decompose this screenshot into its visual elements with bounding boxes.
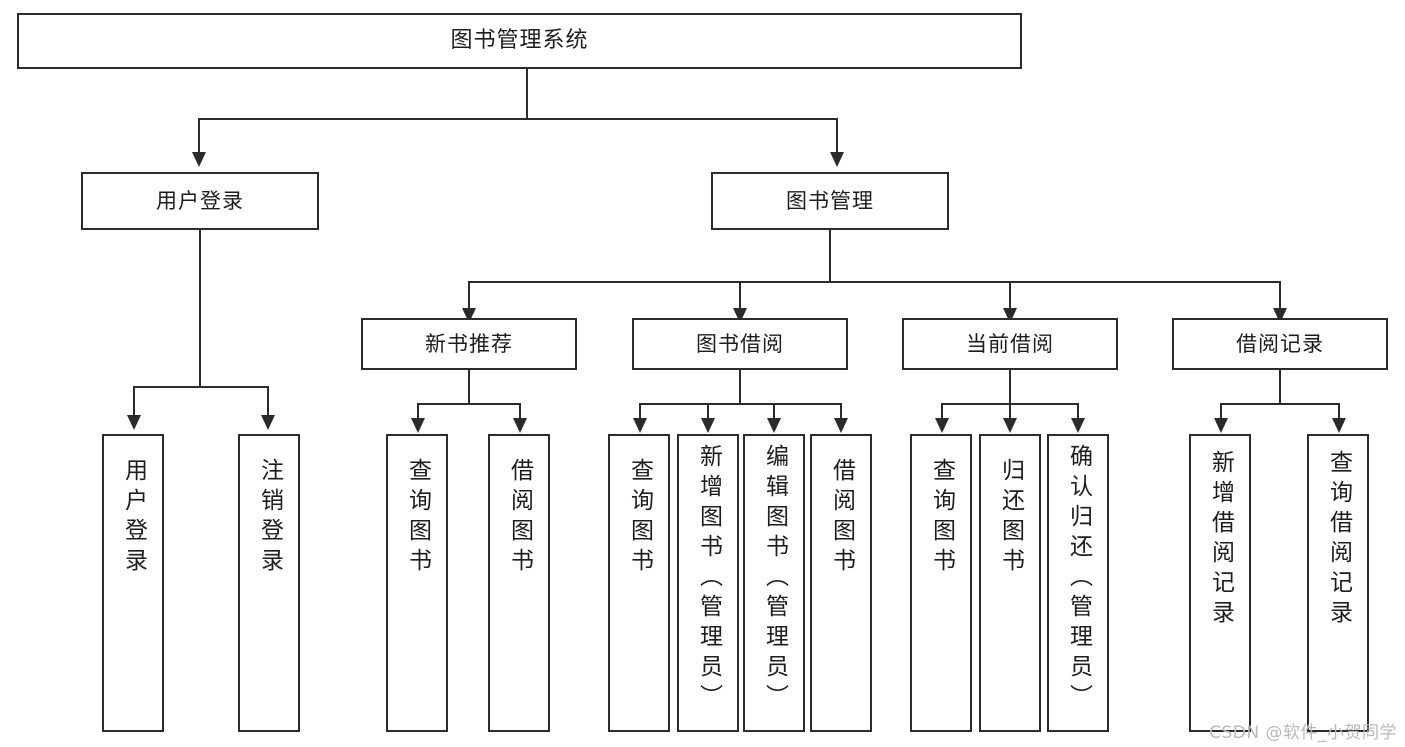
node-leaf-query-book-3[interactable]: 查询图书	[910, 434, 972, 732]
connector-br-stem	[1279, 370, 1281, 404]
node-leaf-return-book-label: 归还图书	[997, 458, 1024, 578]
node-leaf-borrow-book-2[interactable]: 借阅图书	[810, 434, 872, 732]
node-leaf-query-book-1[interactable]: 查询图书	[386, 434, 448, 732]
node-new-book-recommend-label: 新书推荐	[425, 331, 513, 356]
node-leaf-logout[interactable]: 注销登录	[238, 434, 300, 732]
node-leaf-query-record-label: 查询借阅记录	[1325, 450, 1352, 630]
arrowhead-leaf-add-book	[701, 418, 715, 433]
node-leaf-confirm-return[interactable]: 确认归还（管理员）	[1047, 434, 1109, 732]
node-user-login[interactable]: 用户登录	[81, 172, 319, 230]
connector-br-drop-2	[1338, 403, 1340, 421]
connector-user-login-drop-1	[133, 386, 135, 418]
node-leaf-query-book-1-label: 查询图书	[404, 458, 431, 578]
node-leaf-edit-book[interactable]: 编辑图书（管理员）	[743, 434, 805, 732]
node-root-label: 图书管理系统	[450, 28, 589, 54]
connector-root-stem	[526, 69, 528, 119]
arrowhead-leaf-query-record	[1332, 418, 1346, 433]
node-leaf-query-book-2[interactable]: 查询图书	[608, 434, 670, 732]
connector-bb-drop-2	[707, 403, 709, 421]
connector-nbr-drop-2	[519, 403, 521, 421]
connector-bb-drop-3	[773, 403, 775, 421]
connector-nbr-bar	[417, 403, 521, 405]
arrowhead-leaf-return-book	[1003, 418, 1017, 433]
connector-level3-drop-4	[1279, 281, 1281, 310]
node-leaf-edit-book-label: 编辑图书（管理员）	[761, 444, 788, 714]
connector-cb-drop-2	[1009, 403, 1011, 421]
connector-level3-bar	[468, 281, 1280, 283]
node-book-borrow[interactable]: 图书借阅	[632, 318, 848, 370]
arrowhead-leaf-edit-book	[767, 418, 781, 433]
csdn-watermark: CSDN @软件_小贺同学	[1209, 723, 1397, 743]
connector-level2-drop-1	[198, 118, 200, 155]
arrowhead-leaf-query-book-3	[935, 418, 949, 433]
connector-user-login-bar	[133, 386, 268, 388]
node-borrow-record-label: 借阅记录	[1236, 331, 1324, 356]
node-leaf-borrow-book-1[interactable]: 借阅图书	[488, 434, 550, 732]
connector-bb-drop-1	[639, 403, 641, 421]
connector-br-bar	[1220, 403, 1340, 405]
connector-bb-stem	[739, 370, 741, 404]
node-current-borrow-label: 当前借阅	[966, 331, 1054, 356]
connector-cb-stem	[1009, 370, 1011, 404]
node-borrow-record[interactable]: 借阅记录	[1172, 318, 1388, 370]
node-leaf-query-book-2-label: 查询图书	[626, 458, 653, 578]
connector-cb-drop-1	[941, 403, 943, 421]
arrowhead-leaf-add-record	[1214, 418, 1228, 433]
node-root[interactable]: 图书管理系统	[17, 13, 1022, 69]
connector-book-manage-stem	[829, 230, 831, 282]
node-leaf-logout-label: 注销登录	[256, 458, 283, 578]
node-leaf-borrow-book-1-label: 借阅图书	[506, 458, 533, 578]
connector-cb-drop-3	[1077, 403, 1079, 421]
node-leaf-add-record-label: 新增借阅记录	[1207, 450, 1234, 630]
arrowhead-leaf-query-book-1	[411, 418, 425, 433]
connector-bb-bar	[639, 403, 842, 405]
connector-user-login-drop-2	[267, 386, 269, 418]
node-leaf-return-book[interactable]: 归还图书	[979, 434, 1041, 732]
node-leaf-add-record[interactable]: 新增借阅记录	[1189, 434, 1251, 732]
connector-nbr-stem	[468, 370, 470, 404]
connector-nbr-drop-1	[417, 403, 419, 421]
connector-bb-drop-4	[840, 403, 842, 421]
arrowhead-leaf-confirm-return	[1071, 418, 1085, 433]
node-book-manage[interactable]: 图书管理	[711, 172, 949, 230]
node-leaf-query-record[interactable]: 查询借阅记录	[1307, 434, 1369, 732]
arrowhead-leaf-query-book-2	[633, 418, 647, 433]
connector-level2-drop-2	[836, 118, 838, 155]
node-leaf-add-book-label: 新增图书（管理员）	[695, 444, 722, 714]
connector-level3-drop-3	[1009, 281, 1011, 310]
arrowhead-level2-2	[830, 152, 844, 167]
node-leaf-confirm-return-label: 确认归还（管理员）	[1065, 444, 1092, 714]
node-book-borrow-label: 图书借阅	[696, 331, 784, 356]
node-user-login-label: 用户登录	[156, 188, 244, 213]
node-leaf-query-book-3-label: 查询图书	[928, 458, 955, 578]
arrowhead-leaf-borrow-book-1	[513, 418, 527, 433]
node-book-manage-label: 图书管理	[786, 188, 874, 213]
arrowhead-level2-1	[192, 152, 206, 167]
connector-level3-drop-2	[739, 281, 741, 310]
connector-br-drop-1	[1220, 403, 1222, 421]
arrowhead-leaf-user-login	[127, 415, 141, 430]
arrowhead-leaf-borrow-book-2	[834, 418, 848, 433]
node-new-book-recommend[interactable]: 新书推荐	[361, 318, 577, 370]
connector-user-login-stem	[199, 230, 201, 387]
connector-level3-drop-1	[468, 281, 470, 310]
node-leaf-borrow-book-2-label: 借阅图书	[828, 458, 855, 578]
arrowhead-leaf-logout	[261, 415, 275, 430]
connector-level2-bar	[198, 118, 838, 120]
node-current-borrow[interactable]: 当前借阅	[902, 318, 1118, 370]
node-leaf-add-book[interactable]: 新增图书（管理员）	[677, 434, 739, 732]
node-leaf-user-login[interactable]: 用户登录	[102, 434, 164, 732]
node-leaf-user-login-label: 用户登录	[120, 458, 147, 578]
